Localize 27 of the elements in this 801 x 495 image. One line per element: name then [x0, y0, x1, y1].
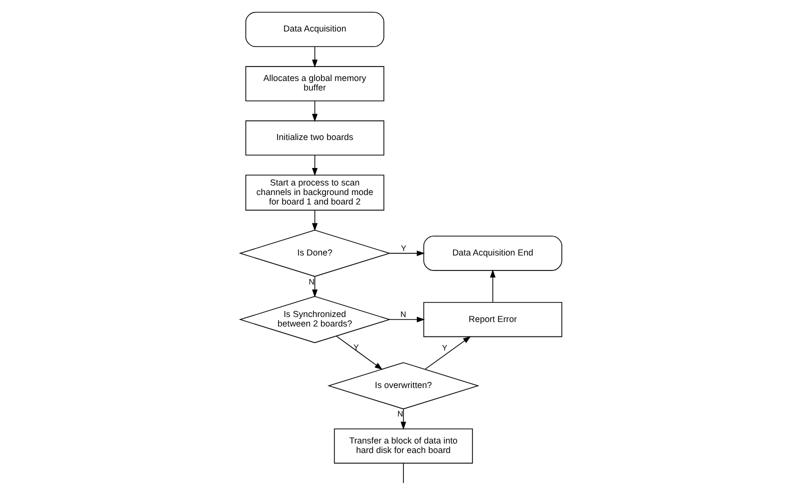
arrow: [388, 250, 424, 256]
arrow: [489, 269, 496, 302]
arrow: [388, 316, 424, 322]
node-box: Transfer a block of data into hard disk for each board: [333, 428, 472, 464]
edge-label: Y: [353, 342, 358, 352]
arrow: [312, 276, 318, 297]
edge-label: N: [400, 310, 406, 319]
arrow: [424, 336, 470, 370]
node-box: Report Error: [422, 301, 562, 337]
node-box: Data Acquisition End: [422, 235, 562, 270]
arrow: [312, 154, 318, 176]
node-box: Initialize two boards: [244, 120, 384, 156]
edge-label: Y: [400, 243, 406, 252]
node-diamond: Is Synchronized between 2 boards?: [238, 295, 390, 343]
node-diamond: Is Done?: [238, 229, 390, 276]
edge-label: N: [396, 408, 403, 418]
arrow: [312, 209, 318, 231]
arrow: [400, 408, 406, 430]
arrow: [312, 100, 318, 122]
arrow: [312, 46, 318, 68]
connector: [402, 462, 404, 483]
edge-label: Y: [442, 343, 447, 352]
arrow: [336, 335, 382, 370]
edge-label: N: [308, 276, 314, 286]
node-box: Start a process to scan channels in background mode for board 1 and board 2: [244, 174, 384, 210]
node-box: Data Acquisition: [244, 11, 384, 46]
node-box: Allocates a global memory buffer: [244, 66, 384, 101]
